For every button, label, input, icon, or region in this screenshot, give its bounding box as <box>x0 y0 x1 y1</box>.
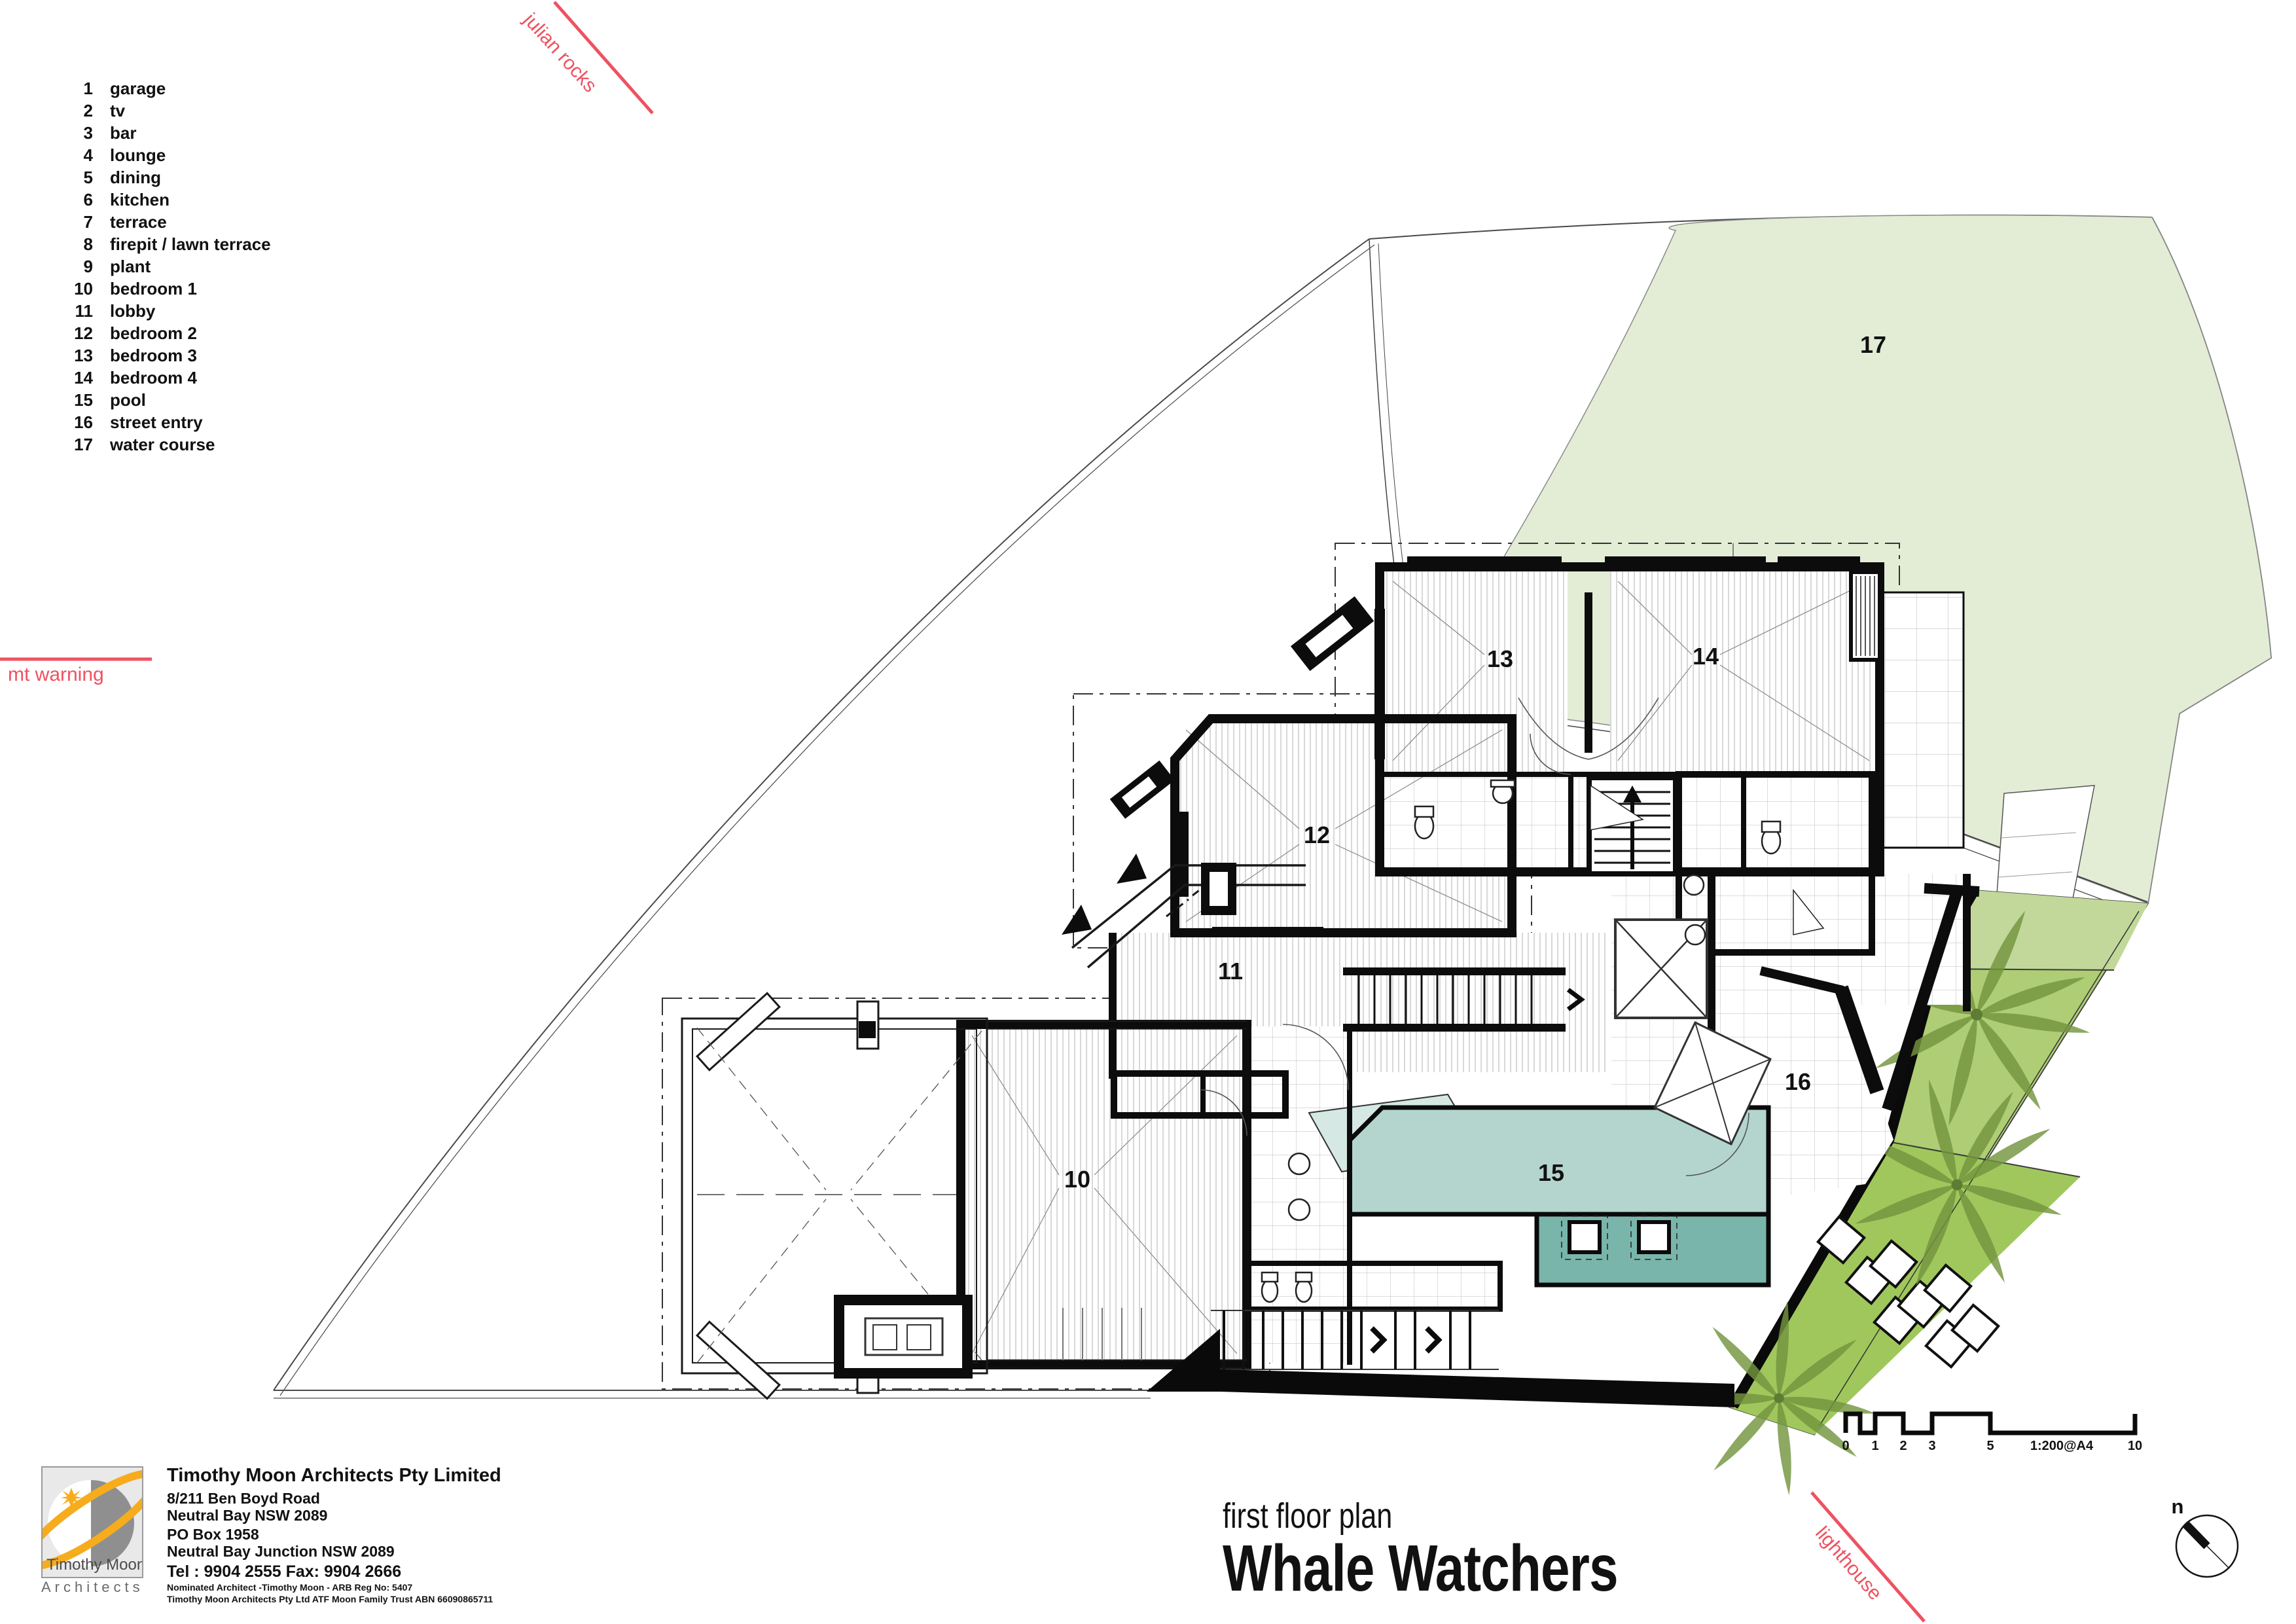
annotation-lines <box>0 1 1926 1623</box>
logo-subtitle: Architects <box>41 1579 144 1595</box>
drawing-title-group: first floor plan Whale Watchers <box>1223 1496 1619 1605</box>
room-label-bedroom4: 14 <box>1693 643 1719 670</box>
scale-bar: 0 1 2 3 5 10 1:200@A4 <box>1842 1411 2142 1453</box>
base-wall-band <box>1147 1329 1734 1407</box>
logo-graphic <box>43 1470 142 1570</box>
project-title: Whale Watchers <box>1223 1532 1619 1605</box>
stair-lobby <box>1343 967 1585 1032</box>
firm-registration: Nominated Architect -Timothy Moon - ARB … <box>167 1582 493 1604</box>
north-label: n <box>2172 1495 2184 1518</box>
drawing-subtitle: first floor plan <box>1223 1496 1393 1536</box>
firm-phone: Tel : 9904 2555 Fax: 9904 2666 <box>167 1562 402 1581</box>
scale-tick-3: 3 <box>1928 1439 1935 1453</box>
room-label-bedroom3: 13 <box>1487 645 1513 672</box>
room-label-bedroom2: 12 <box>1304 821 1330 848</box>
scale-tick-2: 2 <box>1899 1439 1907 1453</box>
room-label-lobby: 11 <box>1218 958 1243 984</box>
scale-ratio: 1:200@A4 <box>2030 1439 2094 1453</box>
architect-logo: Timothy Moon <box>41 1466 143 1578</box>
room-labels: 10 11 12 13 14 15 16 17 <box>1064 331 1886 1193</box>
room-label-water-course: 17 <box>1860 331 1886 358</box>
annotation-mt-warning: mt warning <box>8 664 104 685</box>
room-label-pool: 15 <box>1538 1159 1564 1186</box>
room-label-street-entry: 16 <box>1785 1068 1811 1095</box>
louvre-detail <box>1849 570 1882 662</box>
door-arcs <box>1200 697 1749 1176</box>
bathroom-fixtures <box>1261 779 1825 1303</box>
scale-tick-0: 0 <box>1842 1439 1849 1453</box>
scale-tick-5: 5 <box>1986 1439 1994 1453</box>
building-walls <box>956 562 1980 1369</box>
stair-entry <box>1062 1308 1499 1370</box>
firm-postal: PO Box 1958 Neutral Bay Junction NSW 208… <box>167 1526 395 1560</box>
scale-tick-1: 1 <box>1871 1439 1878 1453</box>
julian-rocks-line <box>553 1 654 115</box>
scale-tick-10: 10 <box>2128 1439 2142 1453</box>
window-bars <box>1178 556 1860 937</box>
entry-bridge <box>1062 854 1306 969</box>
firepit <box>834 1295 973 1379</box>
firm-name: Timothy Moon Architects Pty Limited <box>167 1465 501 1486</box>
lighthouse-line <box>1810 1491 1926 1623</box>
bay-window <box>1109 596 1374 819</box>
north-arrow: n <box>2172 1495 2239 1578</box>
star-icon <box>61 1488 82 1507</box>
lift-void <box>1614 918 1772 1146</box>
room-label-bedroom1: 10 <box>1064 1166 1090 1193</box>
firm-address: 8/211 Ben Boyd Road Neutral Bay NSW 2089 <box>167 1490 328 1524</box>
logo-name: Timothy Moon <box>46 1556 143 1574</box>
